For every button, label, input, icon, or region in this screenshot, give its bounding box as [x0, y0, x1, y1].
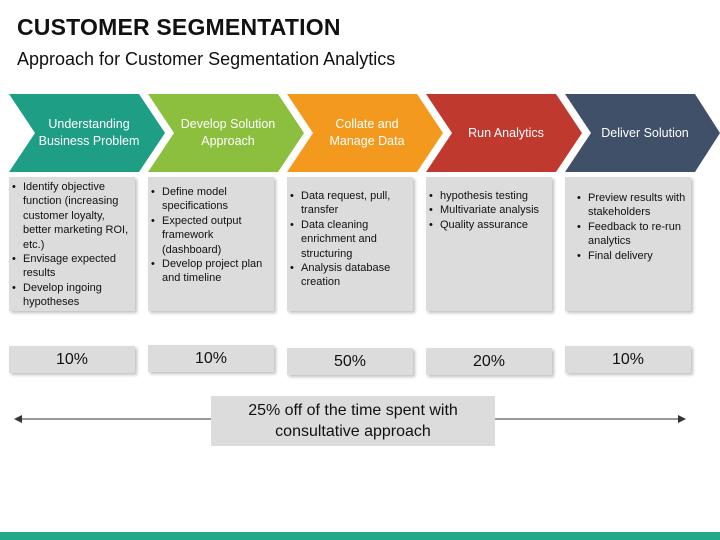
chevron-shape — [148, 94, 304, 172]
step-chevron-run: Run Analytics — [426, 94, 582, 172]
bullet-item: Identify objective function (increasing … — [9, 180, 135, 252]
step-chevron-deliver: Deliver Solution — [565, 94, 720, 172]
bullet-list: Identify objective function (increasing … — [9, 177, 135, 310]
bullet-item: Feedback to re-run analytics — [574, 220, 691, 249]
bullet-item: Analysis database creation — [287, 261, 413, 290]
step-chevron-collate: Collate and Manage Data — [287, 94, 443, 172]
step-chevron-understanding: Understanding Business Problem — [9, 94, 165, 172]
bullet-item: Develop ingoing hypotheses — [9, 281, 135, 310]
chevron-shape — [287, 94, 443, 172]
bullet-list: Preview results with stakeholders Feedba… — [565, 177, 691, 263]
step-card-deliver: Preview results with stakeholders Feedba… — [565, 177, 691, 311]
bullet-list: Define model specifications Expected out… — [148, 177, 274, 286]
step-card-run: hypothesis testing Multivariate analysis… — [426, 177, 552, 311]
chevron-shape — [9, 94, 165, 172]
step-label: Run Analytics — [468, 125, 544, 140]
page-subtitle: Approach for Customer Segmentation Analy… — [17, 49, 396, 69]
bullet-item: Expected output framework (dashboard) — [148, 214, 274, 257]
step-card-collate: Data request, pull, transfer Data cleani… — [287, 177, 413, 311]
chevron-shape — [426, 94, 582, 172]
time-note: 25% off of the time spent with consultat… — [211, 396, 495, 446]
step-percent-understanding: 10% — [9, 346, 135, 373]
bullet-item: Data request, pull, transfer — [287, 189, 413, 218]
step-chevron-develop: Develop Solution Approach — [148, 94, 304, 172]
step-percent-run: 20% — [426, 348, 552, 375]
bullet-list: Data request, pull, transfer Data cleani… — [287, 177, 413, 290]
bullet-item: Define model specifications — [148, 185, 274, 214]
bullet-item: Envisage expected results — [9, 252, 135, 281]
step-card-develop: Define model specifications Expected out… — [148, 177, 274, 311]
bottom-accent-bar — [0, 532, 720, 540]
page-title: CUSTOMER SEGMENTATION — [17, 14, 341, 40]
bullet-item: hypothesis testing — [426, 189, 552, 204]
step-label: Develop Solution Approach — [180, 117, 276, 148]
step-percent-collate: 50% — [287, 348, 413, 375]
bullet-item: Preview results with stakeholders — [574, 191, 691, 220]
step-label: Deliver Solution — [601, 125, 689, 140]
bullet-item: Multivariate analysis — [426, 203, 552, 218]
bullet-item: Quality assurance — [426, 218, 552, 233]
bullet-item: Final delivery — [574, 249, 691, 264]
step-percent-develop: 10% — [148, 345, 274, 372]
step-label: Collate and Manage Data — [329, 117, 405, 148]
step-percent-deliver: 10% — [565, 346, 691, 373]
chevron-shape — [565, 94, 720, 172]
bullet-item: Data cleaning enrichment and structuring — [287, 218, 413, 261]
step-label: Understanding Business Problem — [38, 117, 140, 148]
bullet-item: Develop project plan and timeline — [148, 257, 274, 286]
bullet-list: hypothesis testing Multivariate analysis… — [426, 177, 552, 233]
step-card-understanding: Identify objective function (increasing … — [9, 177, 135, 311]
